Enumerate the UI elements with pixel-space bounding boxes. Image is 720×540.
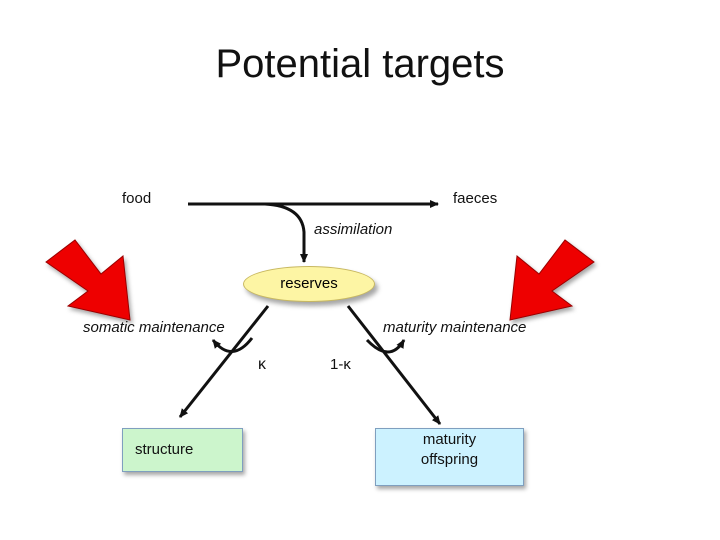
food-label: food — [122, 190, 152, 207]
maturity-maintenance-label: maturity maintenance — [383, 319, 527, 336]
structure-label: structure — [135, 441, 194, 458]
maturity-box: maturity offspring — [375, 428, 524, 486]
maturity-label: maturity — [422, 431, 477, 448]
faeces-label: faeces — [453, 190, 498, 207]
one-minus-kappa-label: 1-κ — [330, 356, 351, 373]
left-target-arrow — [45, 239, 131, 321]
one-minus-kappa-branch-line — [346, 305, 442, 425]
page-title: Potential targets — [215, 42, 505, 86]
assimilation-arrow — [264, 202, 308, 263]
assimilation-label: assimilation — [314, 221, 393, 238]
reserves-node: reserves — [243, 266, 375, 302]
somatic-maintenance-arrow — [211, 337, 254, 353]
kappa-label: κ — [258, 356, 266, 373]
right-target-arrow — [509, 239, 595, 321]
somatic-maintenance-label: somatic maintenance — [83, 319, 225, 336]
maturity-maintenance-arrow — [365, 338, 406, 354]
structure-box: structure — [122, 428, 243, 472]
offspring-label: offspring — [420, 451, 479, 468]
kappa-branch-line — [178, 305, 270, 418]
